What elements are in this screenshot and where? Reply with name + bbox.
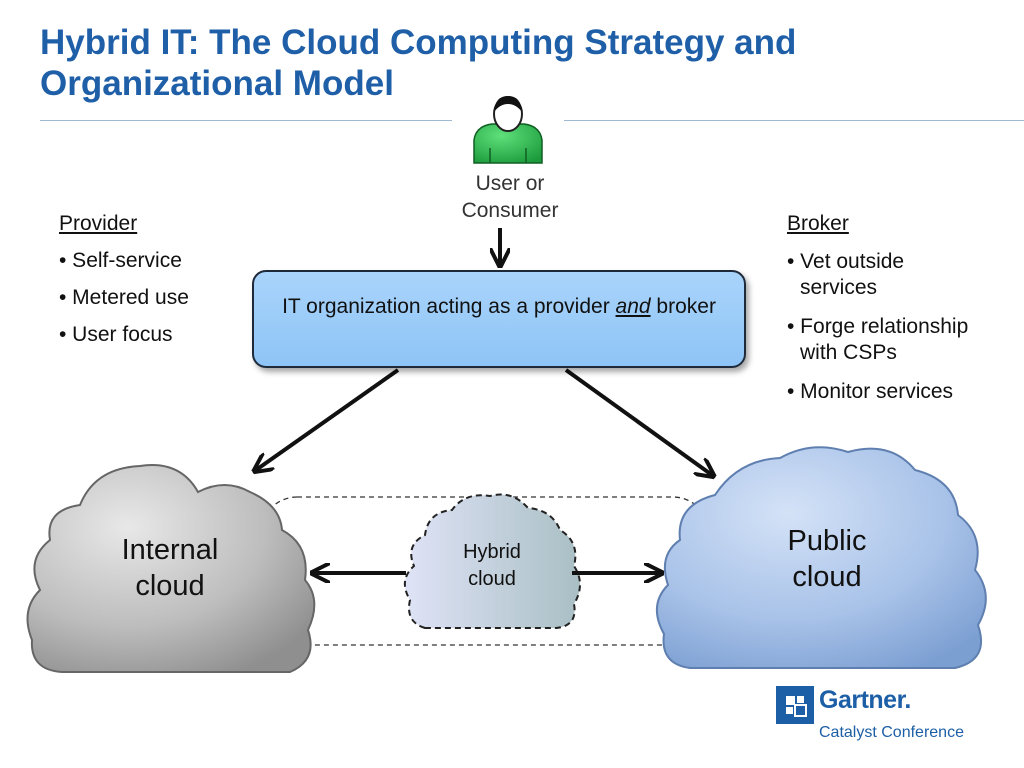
broker-item: • Forge relationship with CSPs (787, 314, 968, 366)
internal-cloud (26, 464, 316, 673)
provider-item: • Self-service (59, 249, 182, 272)
broker-list: Broker • Vet outside services • Forge re… (787, 212, 968, 405)
public-cloud-line2: cloud (792, 561, 862, 593)
user-label: User or Consumer (440, 170, 580, 224)
provider-item: • Metered use (59, 286, 189, 309)
broker-item: • Vet outside services (787, 249, 968, 301)
broker-item-line2: services (800, 276, 878, 299)
page-title: Hybrid IT: The Cloud Computing Strategy … (40, 23, 797, 103)
broker-item-line1: • Forge relationship (787, 315, 969, 338)
it-organization-box: IT organization acting as a provider and… (252, 270, 746, 368)
title-divider-right (564, 120, 1024, 121)
public-cloud-line1: Public (787, 525, 867, 557)
broker-item-line1: • Vet outside (787, 250, 905, 273)
provider-heading: Provider (59, 212, 138, 235)
provider-item: • User focus (59, 323, 173, 346)
it-box-text-after: broker (650, 295, 716, 318)
hybrid-cloud-line2: cloud (468, 568, 516, 590)
logo-subtitle: Catalyst Conference (819, 724, 964, 741)
broker-heading: Broker (787, 212, 849, 235)
internal-cloud-line1: Internal (121, 534, 219, 566)
hybrid-cloud-label: Hybrid cloud (430, 539, 554, 593)
broker-item-line2: with CSPs (800, 341, 897, 364)
title-divider-left (40, 120, 452, 121)
broker-item: • Monitor services (787, 379, 968, 405)
it-box-text-before: IT organization acting as a provider (282, 295, 616, 318)
it-box-emphasis: and (615, 295, 651, 318)
user-label-line2: Consumer (461, 199, 559, 222)
logo-name: Gartner. (819, 686, 911, 714)
gartner-logo-icon (776, 686, 814, 724)
arrow-it-to-internal (256, 368, 400, 470)
hybrid-cloud (403, 493, 581, 629)
broker-item-line1: • Monitor services (787, 380, 954, 403)
internal-cloud-line2: cloud (135, 570, 205, 602)
public-cloud (656, 446, 987, 669)
hybrid-cloud-line1: Hybrid (463, 541, 521, 563)
public-cloud-label: Public cloud (752, 523, 902, 595)
arrow-it-to-public (564, 368, 712, 475)
user-label-line1: User or (475, 172, 545, 195)
person-icon (473, 96, 543, 164)
provider-list: Provider • Self-service • Metered use • … (59, 212, 189, 347)
internal-cloud-label: Internal cloud (90, 532, 250, 604)
gartner-logo: Gartner. Catalyst Conference (776, 686, 996, 746)
